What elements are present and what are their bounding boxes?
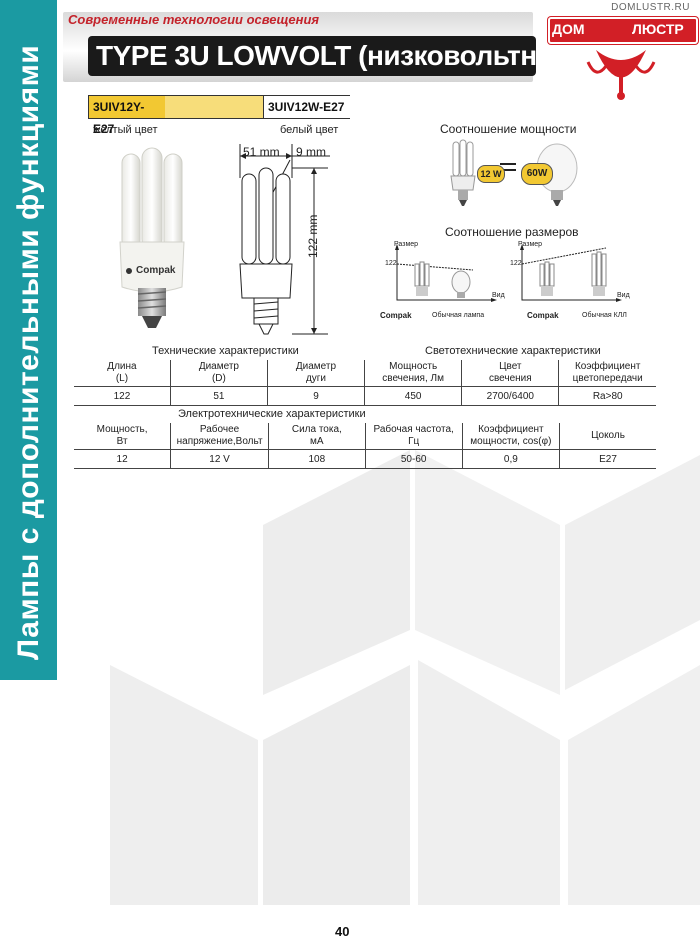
size-ratio-tick-left: 122 [385, 260, 397, 267]
dimension-arc-label: 9 mm [296, 145, 326, 159]
logo-url[interactable]: DOMLUSTR.RU [611, 2, 690, 13]
tech-header-arc: Диаметр дуги [266, 360, 365, 387]
size-ratio-chart-left [395, 244, 497, 302]
electro-header-power-factor: Коэффициент мощности, cos(φ) [461, 423, 560, 450]
side-band [0, 0, 57, 680]
electro-value-voltage: 12 V [170, 449, 269, 469]
size-ratio-chart-right [520, 244, 622, 302]
dimension-length-label: 122 mm [306, 214, 320, 258]
light-header-color: Цвет свечения [461, 360, 559, 387]
electro-header-power: Мощность, Вт [74, 423, 171, 450]
electro-header-current: Сила тока, мА [267, 423, 366, 450]
size-ratio-x-axis-left: Вид [492, 292, 505, 299]
model-yellow-code: 3UIV12Y-E27 [89, 96, 165, 136]
electro-value-socket: E27 [559, 449, 656, 469]
lamp-photo-icon [119, 147, 185, 328]
tech-value-diameter: 51 [169, 386, 268, 406]
electro-value-power-factor: 0,9 [461, 449, 560, 469]
light-header-cri: Коэффициент цветопередачи [558, 360, 656, 387]
size-ratio-label-right: Обычная КЛЛ [582, 312, 627, 319]
power-ratio-illustration [450, 139, 578, 206]
light-value-cri: Ra>80 [558, 386, 656, 406]
size-ratio-brand-left: Compak [380, 311, 412, 320]
page-title: TYPE 3U LOWVOLT (низковольтная) [88, 36, 577, 76]
electro-value-frequency: 50-60 [364, 449, 463, 469]
lamp-dimension-drawing [239, 144, 330, 335]
power-incandescent-badge: 60W [521, 163, 553, 185]
model-separator [165, 96, 264, 118]
logo-text-left: ДОМ [552, 21, 585, 37]
dimension-width-label: 51 mm [243, 145, 280, 159]
logo-bar [548, 17, 698, 44]
tech-header-length: Длина (L) [74, 360, 171, 387]
page-number: 40 [335, 924, 350, 939]
electro-value-current: 108 [267, 449, 366, 469]
lamp-brand-label: Compak [136, 265, 176, 276]
logo-text-right: ЛЮСТР [632, 21, 684, 37]
size-ratio-title: Соотношение размеров [445, 225, 579, 239]
spec-table-top: Длина (L) Диаметр (D) Диаметр дуги Мощно… [74, 360, 656, 406]
power-cfl-badge: 12 W [477, 165, 505, 183]
size-ratio-label-left: Обычная лампа [432, 312, 485, 319]
power-ratio-title: Соотношение мощности [440, 122, 577, 136]
size-ratio-y-axis-left: Размер [394, 241, 419, 248]
electro-header-voltage: Рабочее напряжение,Вольт [170, 423, 269, 450]
tech-value-length: 122 [74, 386, 171, 406]
size-ratio-brand-right: Compak [527, 311, 559, 320]
model-white-caption: белый цвет [280, 124, 339, 136]
light-table-title: Светотехнические характеристики [425, 345, 601, 357]
light-value-flux: 450 [364, 386, 462, 406]
electro-header-frequency: Рабочая частота, Гц [364, 423, 463, 450]
tech-table-title: Технические характеристики [152, 345, 299, 357]
size-ratio-y-axis-right: Размер [518, 241, 543, 248]
electro-header-socket: Цоколь [559, 423, 656, 450]
section-sidebar-title: Лампы с дополнительными функциями [12, 44, 45, 660]
page-supertitle: Современные технологии освещения [68, 12, 320, 27]
tech-value-arc: 9 [266, 386, 365, 406]
tech-header-diameter: Диаметр (D) [169, 360, 268, 387]
spec-table-electro: Мощность, Вт Рабочее напряжение,Вольт Си… [74, 423, 656, 469]
light-value-color: 2700/6400 [461, 386, 559, 406]
size-ratio-x-axis-right: Вид [617, 292, 630, 299]
size-ratio-tick-right: 122 [510, 260, 522, 267]
model-white-code: 3UIV12W-E27 [263, 96, 350, 118]
electro-value-power: 12 [74, 449, 171, 469]
light-header-flux: Мощность свечения, Лм [364, 360, 462, 387]
model-yellow-caption: желтый цвет [93, 124, 158, 136]
electro-table-title: Электротехнические характеристики [178, 408, 366, 420]
